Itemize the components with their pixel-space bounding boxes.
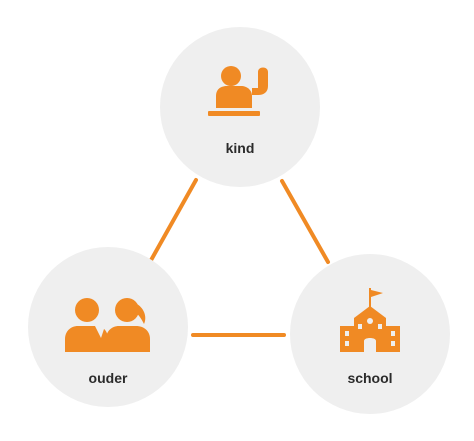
connector-kind-ouder (148, 178, 198, 264)
node-ouder: ouder (28, 247, 188, 407)
connector-kind-school (280, 179, 330, 264)
node-ouder-circle (28, 247, 188, 407)
node-kind-label: kind (226, 140, 255, 156)
parents-icon (65, 298, 150, 352)
school-building-icon (340, 288, 400, 352)
node-school-label: school (347, 370, 392, 386)
node-school: school (290, 254, 450, 414)
node-ouder-label: ouder (89, 370, 128, 386)
connectors (148, 178, 330, 337)
child-raising-hand-icon (208, 66, 268, 116)
node-kind: kind (160, 27, 320, 187)
